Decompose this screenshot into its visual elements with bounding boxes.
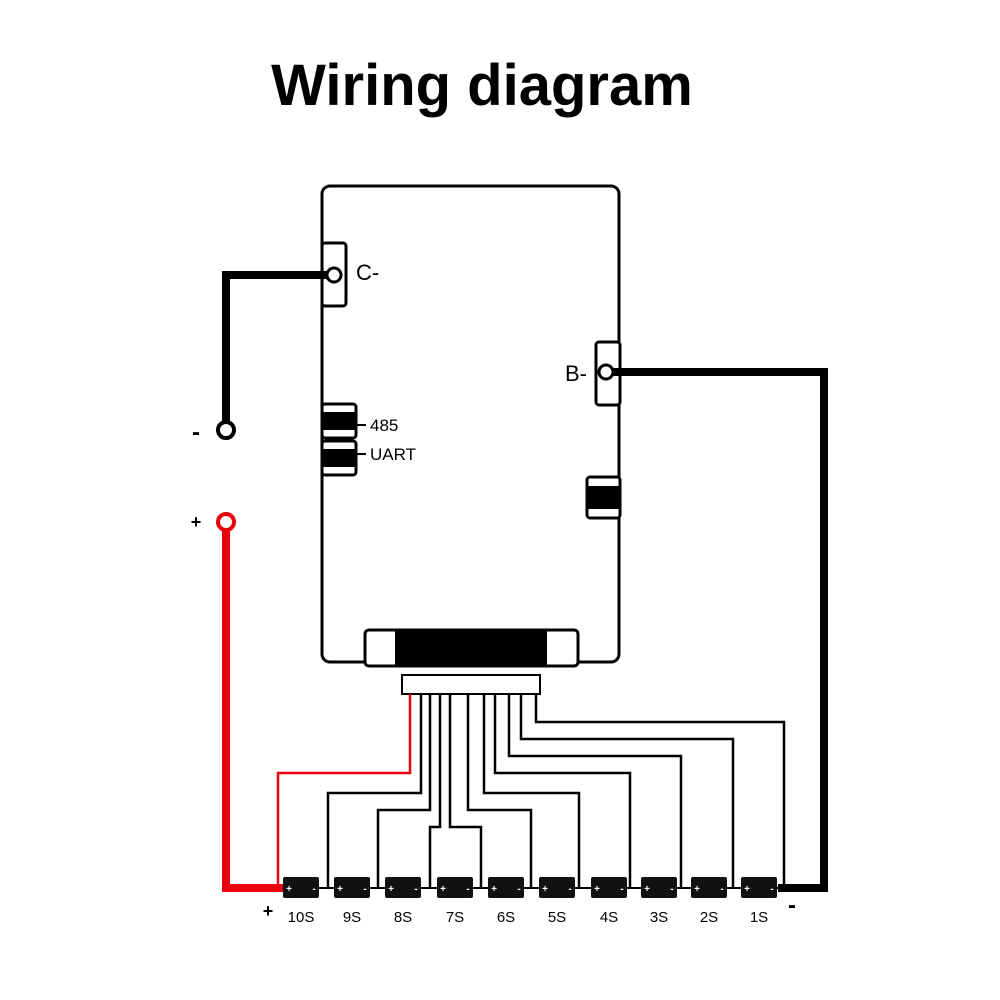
cell-negative-mark: - (720, 884, 723, 895)
cell-body (641, 877, 677, 898)
c-minus-terminal-hole (325, 266, 343, 284)
cell-9s: + - 9S (334, 877, 370, 926)
c-minus-label: C- (356, 260, 379, 285)
cell-positive-mark: + (491, 884, 497, 895)
cell-label: 4S (600, 909, 618, 926)
cell-label: 2S (700, 909, 718, 926)
balance-wires (326, 694, 786, 888)
cell-positive-mark: + (337, 884, 343, 895)
cell-negative-mark: - (517, 884, 520, 895)
pack-positive-sign: + (263, 901, 274, 921)
positive-wire (222, 522, 283, 892)
cell-5s: + - 5S (539, 877, 575, 926)
cell-negative-mark: - (363, 884, 366, 895)
cell-positive-mark: + (744, 884, 750, 895)
bms-board (320, 184, 621, 664)
cells-row: + - 10S + - 9S + - 8S + - 7S + - 6S + - 5S + - 4S + - 3S + - 2S + - 1… (283, 877, 777, 926)
cell-body (741, 877, 777, 898)
balance-wire (376, 694, 432, 888)
cell-negative-mark: - (620, 884, 623, 895)
cell-positive-mark: + (594, 884, 600, 895)
b-minus-wire (606, 368, 828, 892)
cell-body (539, 877, 575, 898)
cell-positive-mark: + (694, 884, 700, 895)
cell-body (283, 877, 319, 898)
cell-label: 5S (548, 909, 566, 926)
cell-negative-mark: - (466, 884, 469, 895)
cell-10s: + - 10S (283, 877, 319, 926)
cell-label: 3S (650, 909, 668, 926)
cell-positive-mark: + (440, 884, 446, 895)
cell-7s: + - 7S (437, 877, 473, 926)
cell-body (334, 877, 370, 898)
cell-label: 6S (497, 909, 515, 926)
output-positive-terminal (216, 512, 236, 532)
cell-label: 9S (343, 909, 361, 926)
side-connector (585, 475, 622, 520)
output-negative-sign: - (192, 419, 200, 446)
cell-body (591, 877, 627, 898)
cell-label: 10S (288, 909, 315, 926)
cell-negative-mark: - (770, 884, 773, 895)
cell-label: 7S (446, 909, 464, 926)
cell-2s: + - 2S (691, 877, 727, 926)
comm-connector-uart (320, 439, 358, 477)
cell-positive-mark: + (388, 884, 394, 895)
cell-body (691, 877, 727, 898)
balance-wire (493, 694, 632, 888)
balance-wire (448, 694, 483, 888)
cell-3s: + - 3S (641, 877, 677, 926)
balance-wire (507, 694, 683, 888)
cell-label: 1S (750, 909, 768, 926)
cell-negative-mark: - (568, 884, 571, 895)
balance-wire (326, 694, 423, 888)
cell-body (437, 877, 473, 898)
c-minus-wire (222, 271, 334, 430)
balance-plug (401, 674, 541, 695)
cell-6s: + - 6S (488, 877, 524, 926)
cell-body (385, 877, 421, 898)
cell-1s: + - 1S (741, 877, 777, 926)
diagram-title: Wiring diagram (271, 53, 693, 118)
balance-wire (428, 694, 442, 888)
balance-wire (534, 694, 786, 888)
output-positive-sign: + (191, 512, 202, 532)
cell-negative-mark: - (414, 884, 417, 895)
comm-connector-485 (320, 402, 358, 440)
balance-wire (482, 694, 581, 888)
cell-4s: + - 4S (591, 877, 627, 926)
balance-connector (363, 628, 580, 668)
balance-wire (466, 694, 533, 888)
label-485: 485 (370, 416, 398, 435)
cell-positive-mark: + (542, 884, 548, 895)
cell-negative-mark: - (670, 884, 673, 895)
b-minus-label: B- (565, 361, 587, 386)
cell-negative-mark: - (312, 884, 315, 895)
cell-body (488, 877, 524, 898)
cell-positive-mark: + (644, 884, 650, 895)
label-uart: UART (370, 445, 416, 464)
balance-wire-top (276, 694, 412, 888)
output-negative-terminal (216, 420, 236, 440)
balance-wire (519, 694, 735, 888)
cell-8s: + - 8S (385, 877, 421, 926)
b-minus-terminal-hole (597, 363, 615, 381)
pack-negative-sign: - (788, 892, 796, 919)
cell-label: 8S (394, 909, 412, 926)
cell-positive-mark: + (286, 884, 292, 895)
